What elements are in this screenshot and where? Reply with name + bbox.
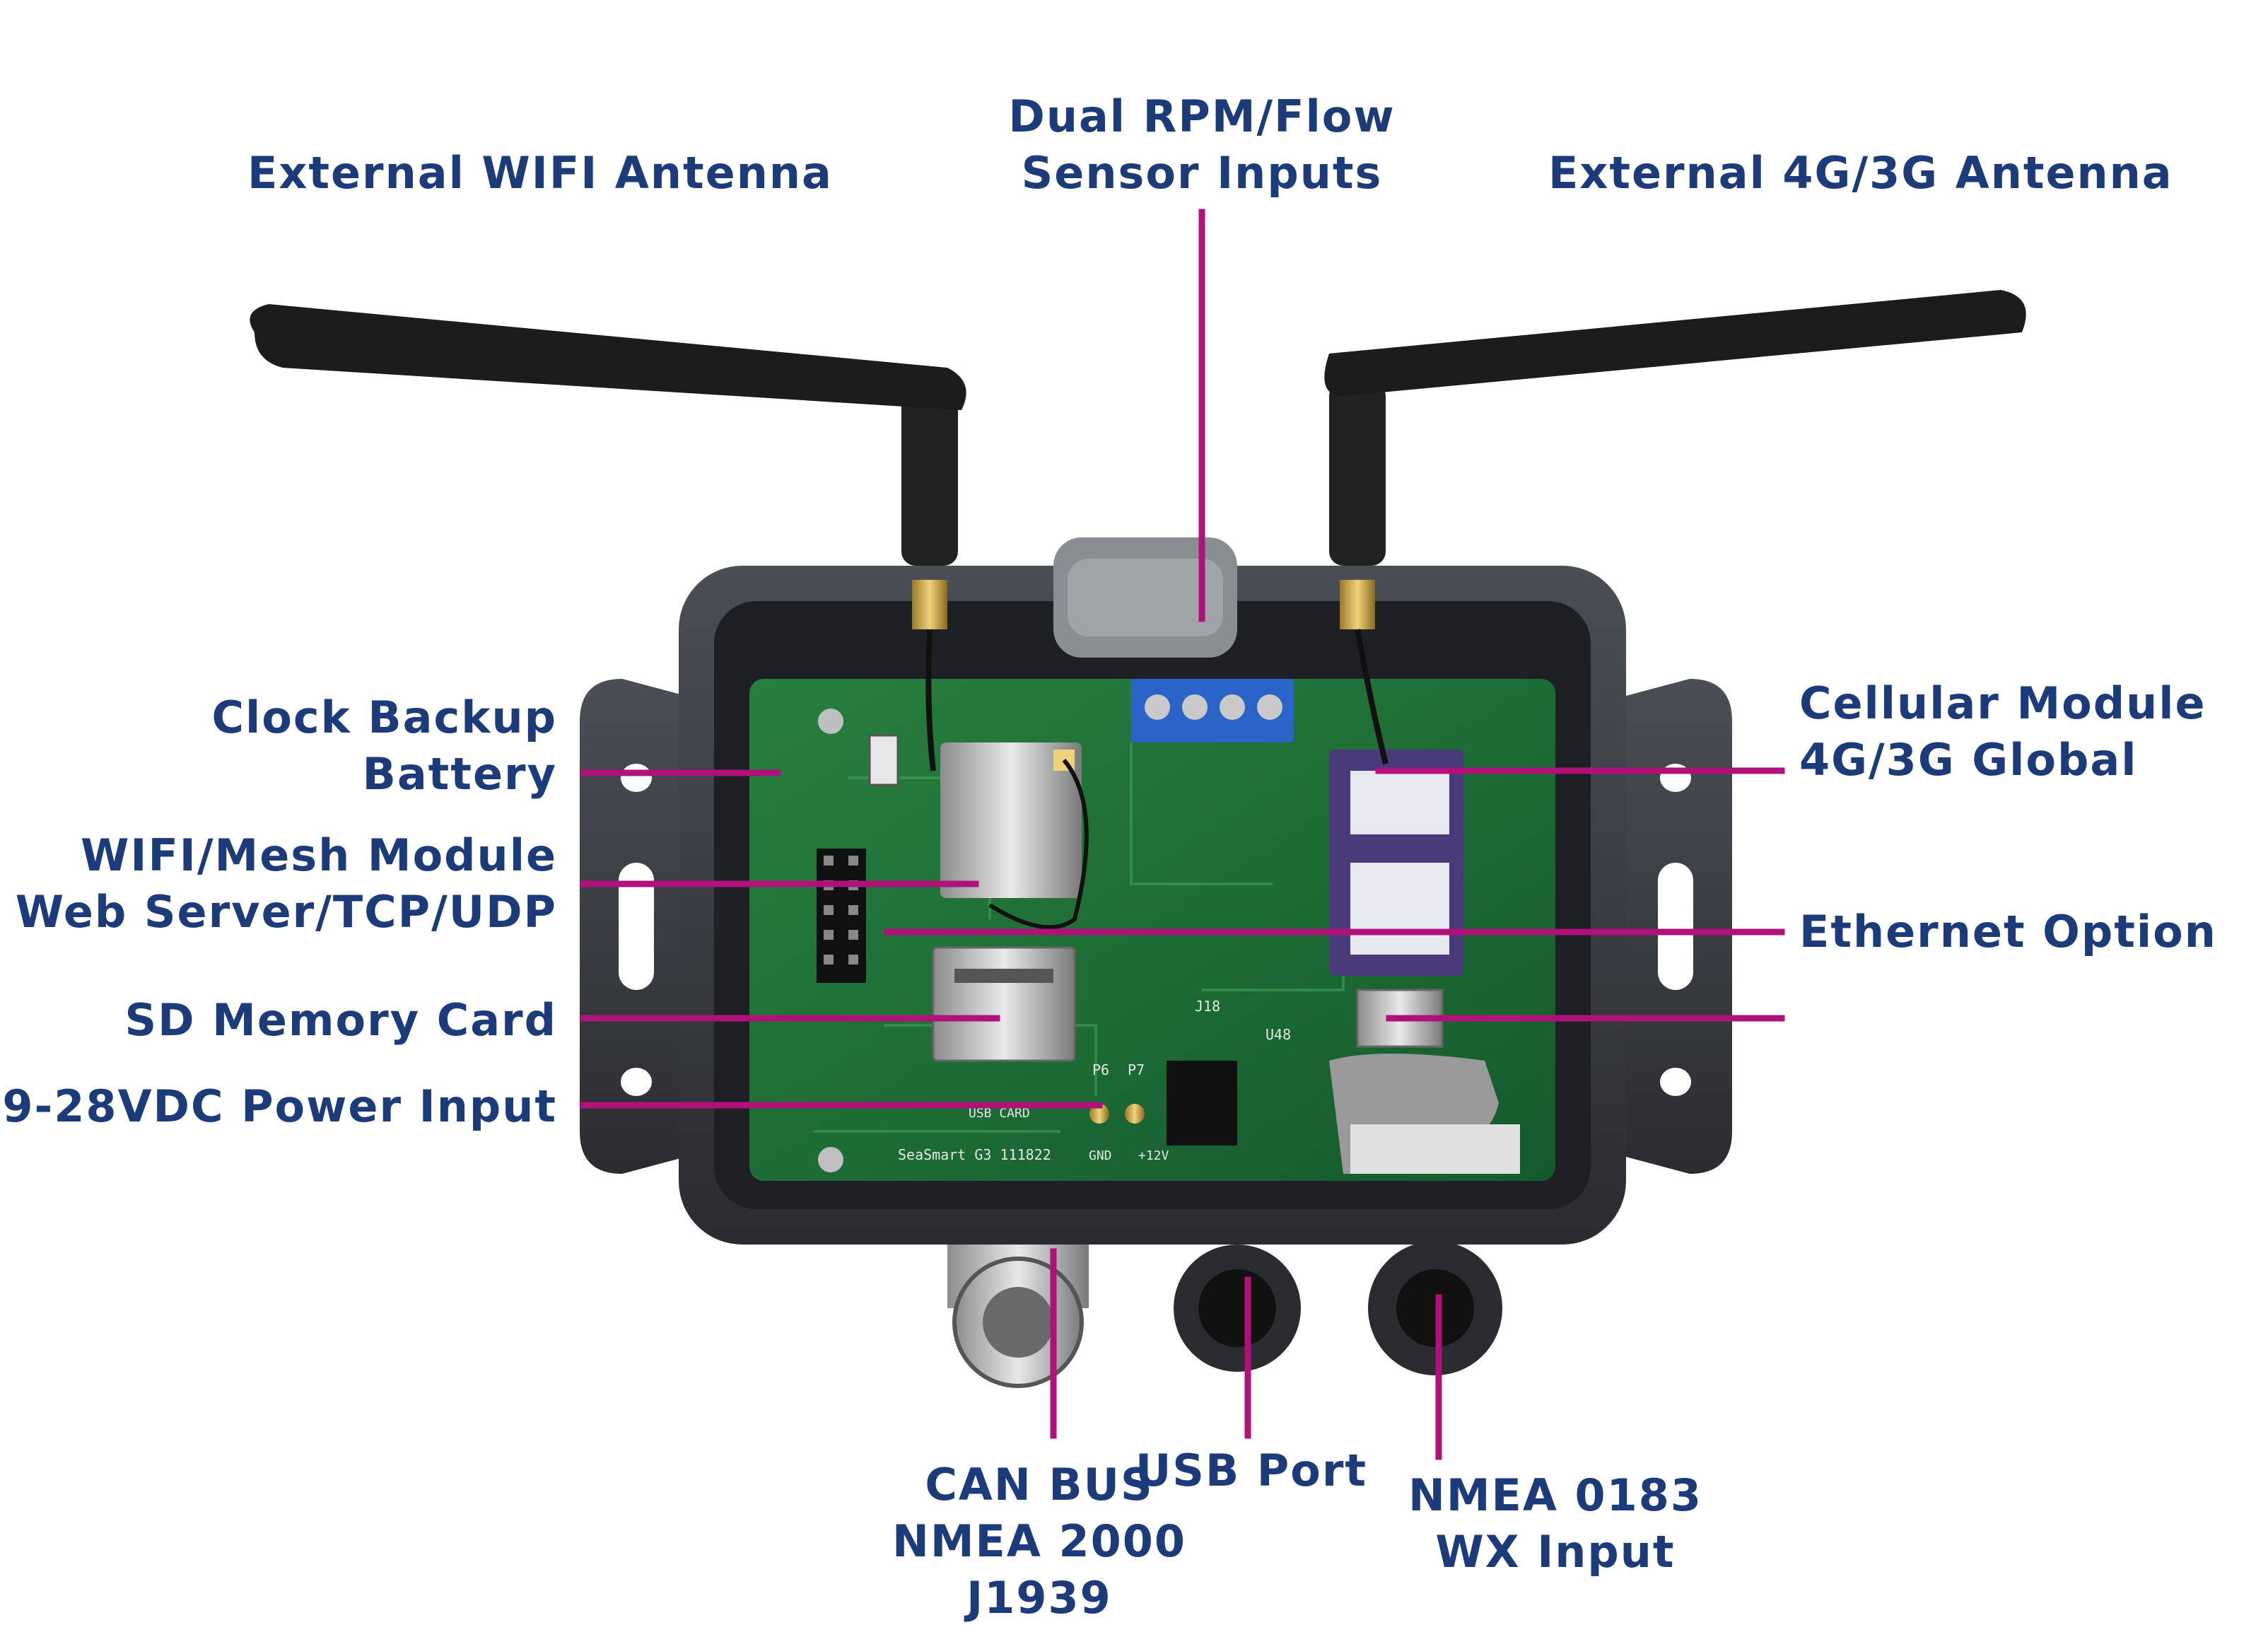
wifi-antenna xyxy=(250,304,966,771)
silk-12v: +12V xyxy=(1138,1148,1169,1163)
power-input-pad xyxy=(1089,1104,1109,1124)
silk-p6: P6 xyxy=(1092,1061,1109,1078)
terminal-block xyxy=(1131,679,1294,742)
label-dual-rpm-flow: Dual RPM/Flow Sensor Inputs xyxy=(1008,91,1396,199)
clock-battery-component xyxy=(868,734,899,786)
silk-gnd: GND xyxy=(1089,1148,1112,1163)
label-can-bus: CAN BUS NMEA 2000 J1939 xyxy=(892,1459,1187,1624)
sd-card-slot xyxy=(932,946,1076,1062)
can-bus-connector xyxy=(947,1245,1089,1388)
silk-p7: P7 xyxy=(1128,1061,1145,1078)
label-nmea-0183: NMEA 0183 WX Input xyxy=(1408,1469,1703,1578)
label-ethernet-option: Ethernet Option xyxy=(1799,906,2217,957)
label-external-wifi-antenna: External WIFI Antenna xyxy=(247,147,833,199)
usb-port-connector xyxy=(1174,1245,1301,1372)
label-cellular-module: Cellular Module 4G/3G Global xyxy=(1799,677,2206,786)
nmea-0183-connector xyxy=(1368,1241,1502,1375)
label-wifi-mesh-module: WIFI/Mesh Module Web Server/TCP/UDP xyxy=(15,829,557,938)
silk-j18: J18 xyxy=(1195,998,1220,1015)
label-external-4g3g-antenna: External 4G/3G Antenna xyxy=(1548,147,2173,199)
label-sd-memory-card: SD Memory Card xyxy=(124,994,557,1046)
label-power-input: 9-28VDC Power Input xyxy=(2,1080,557,1132)
cellular-module xyxy=(1329,750,1463,976)
label-clock-backup-battery: Clock Backup Battery xyxy=(211,692,557,800)
silk-usb-card: USB CARD xyxy=(969,1106,1030,1121)
wifi-module xyxy=(940,742,1082,898)
cell-antenna xyxy=(1324,290,2026,764)
label-usb-port: USB Port xyxy=(1135,1445,1368,1496)
silk-u48: U48 xyxy=(1265,1026,1291,1043)
cable-gland-top xyxy=(1053,537,1237,658)
silk-footprint: SeaSmart G3 111822 xyxy=(898,1146,1051,1163)
ribbon-cable xyxy=(1329,1054,1520,1174)
